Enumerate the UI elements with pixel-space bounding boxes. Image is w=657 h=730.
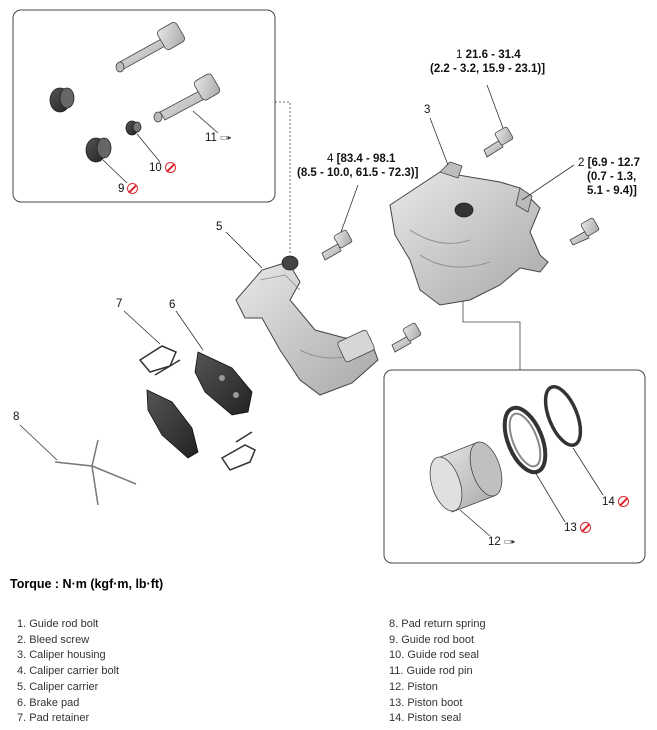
callout-11: 11▭▸ [205,132,232,144]
piston-boot-part [502,405,548,475]
no-reuse-icon [617,496,629,507]
leader-4 [340,184,359,233]
callout-13: 13 [564,521,591,535]
legend-item: 10. Guide rod seal [389,649,479,662]
leader-7 [123,310,161,345]
caliper-carrier-bolt-part [321,229,353,261]
exploded-diagram [12,9,646,564]
brake-pad-inner [146,389,199,459]
leader-13 [534,471,566,523]
piston-seal-part [543,385,583,447]
legend-item: 1. Guide rod bolt [17,618,99,630]
piston-inset-box [383,369,646,564]
callout-8: 8 [13,411,20,423]
callout-1: 1 21.6 - 31.4 (2.2 - 3.2, 15.9 - 23.1)] [430,49,546,75]
leader-11 [192,110,219,134]
callout-3: 3 [424,104,431,116]
legend-item: 5. Caliper carrier [17,680,99,693]
brake-pad-outer [194,351,253,416]
legend-item: 3. Caliper housing [17,649,106,662]
pad-return-spring-part [54,439,137,506]
callout-10: 10 [149,161,176,175]
legend-item: 8. Pad return spring [389,618,486,630]
callout-12: 12▭▸ [488,536,516,548]
caliper-housing-part [389,161,549,306]
leader-6 [175,310,204,351]
no-reuse-icon [127,183,139,194]
pad-retainer-lower [220,431,256,471]
callout-14: 14 [602,495,629,509]
guide-rod-pin-lower [153,73,221,123]
guide-rod-bolt-lower [569,217,600,246]
caliper-carrier-part [235,255,379,396]
guide-rod-seal-part [125,120,142,136]
legend-right: 8. Pad return spring 9. Guide rod boot 1… [389,617,486,727]
leader-5 [225,231,263,269]
piston-part [429,441,503,513]
legend-item: 6. Brake pad [17,696,80,709]
legend-item: 12. Piston [389,680,438,693]
callout-5: 5 [216,221,223,233]
callout-7: 7 [116,298,123,310]
legend-left: 1. Guide rod bolt 2. Bleed screw 3. Cali… [17,617,119,727]
legend-item: 9. Guide rod boot [389,633,475,646]
caliper-carrier-bolt-lower [391,322,422,353]
callout-4: 4 [83.4 - 98.1 (8.5 - 10.0, 61.5 - 72.3)… [297,153,419,179]
leader-12 [459,509,491,537]
legend-item: 4. Caliper carrier bolt [17,665,120,678]
grease-icon: ▭▸ [219,133,232,142]
grease-icon: ▭▸ [503,537,516,546]
leader-9 [102,159,128,184]
leader-1 [486,84,504,129]
leader-14 [572,447,604,496]
no-reuse-icon [164,162,176,173]
callout-6: 6 [169,299,176,311]
guide-rod-pin-upper [115,22,185,73]
legend-item: 2. Bleed screw [17,633,90,646]
legend-item: 7. Pad retainer [17,712,90,725]
guide-rod-boot-upper [49,87,75,113]
leader-10 [136,133,161,163]
legend-item: 13. Piston boot [389,696,463,709]
callout-9: 9 [118,182,139,196]
no-reuse-icon [579,522,591,533]
guide-rod-inset-box [12,9,276,203]
callout-2: 2 [6.9 - 12.7 (0.7 - 1.3, 5.1 - 9.4)] [578,157,641,197]
inset-connector-top [275,101,291,255]
legend-item: 14. Piston seal [389,712,462,725]
pad-retainer-upper [138,345,181,376]
leader-8 [19,424,58,461]
leader-3 [429,117,449,166]
legend-item: 11. Guide rod pin [389,665,473,678]
leader-2 [521,164,575,201]
guide-rod-boot-lower [85,137,112,163]
torque-title: Torque : N·m (kgf·m, lb·ft) [10,577,164,591]
guide-rod-bolt-part [483,126,514,158]
